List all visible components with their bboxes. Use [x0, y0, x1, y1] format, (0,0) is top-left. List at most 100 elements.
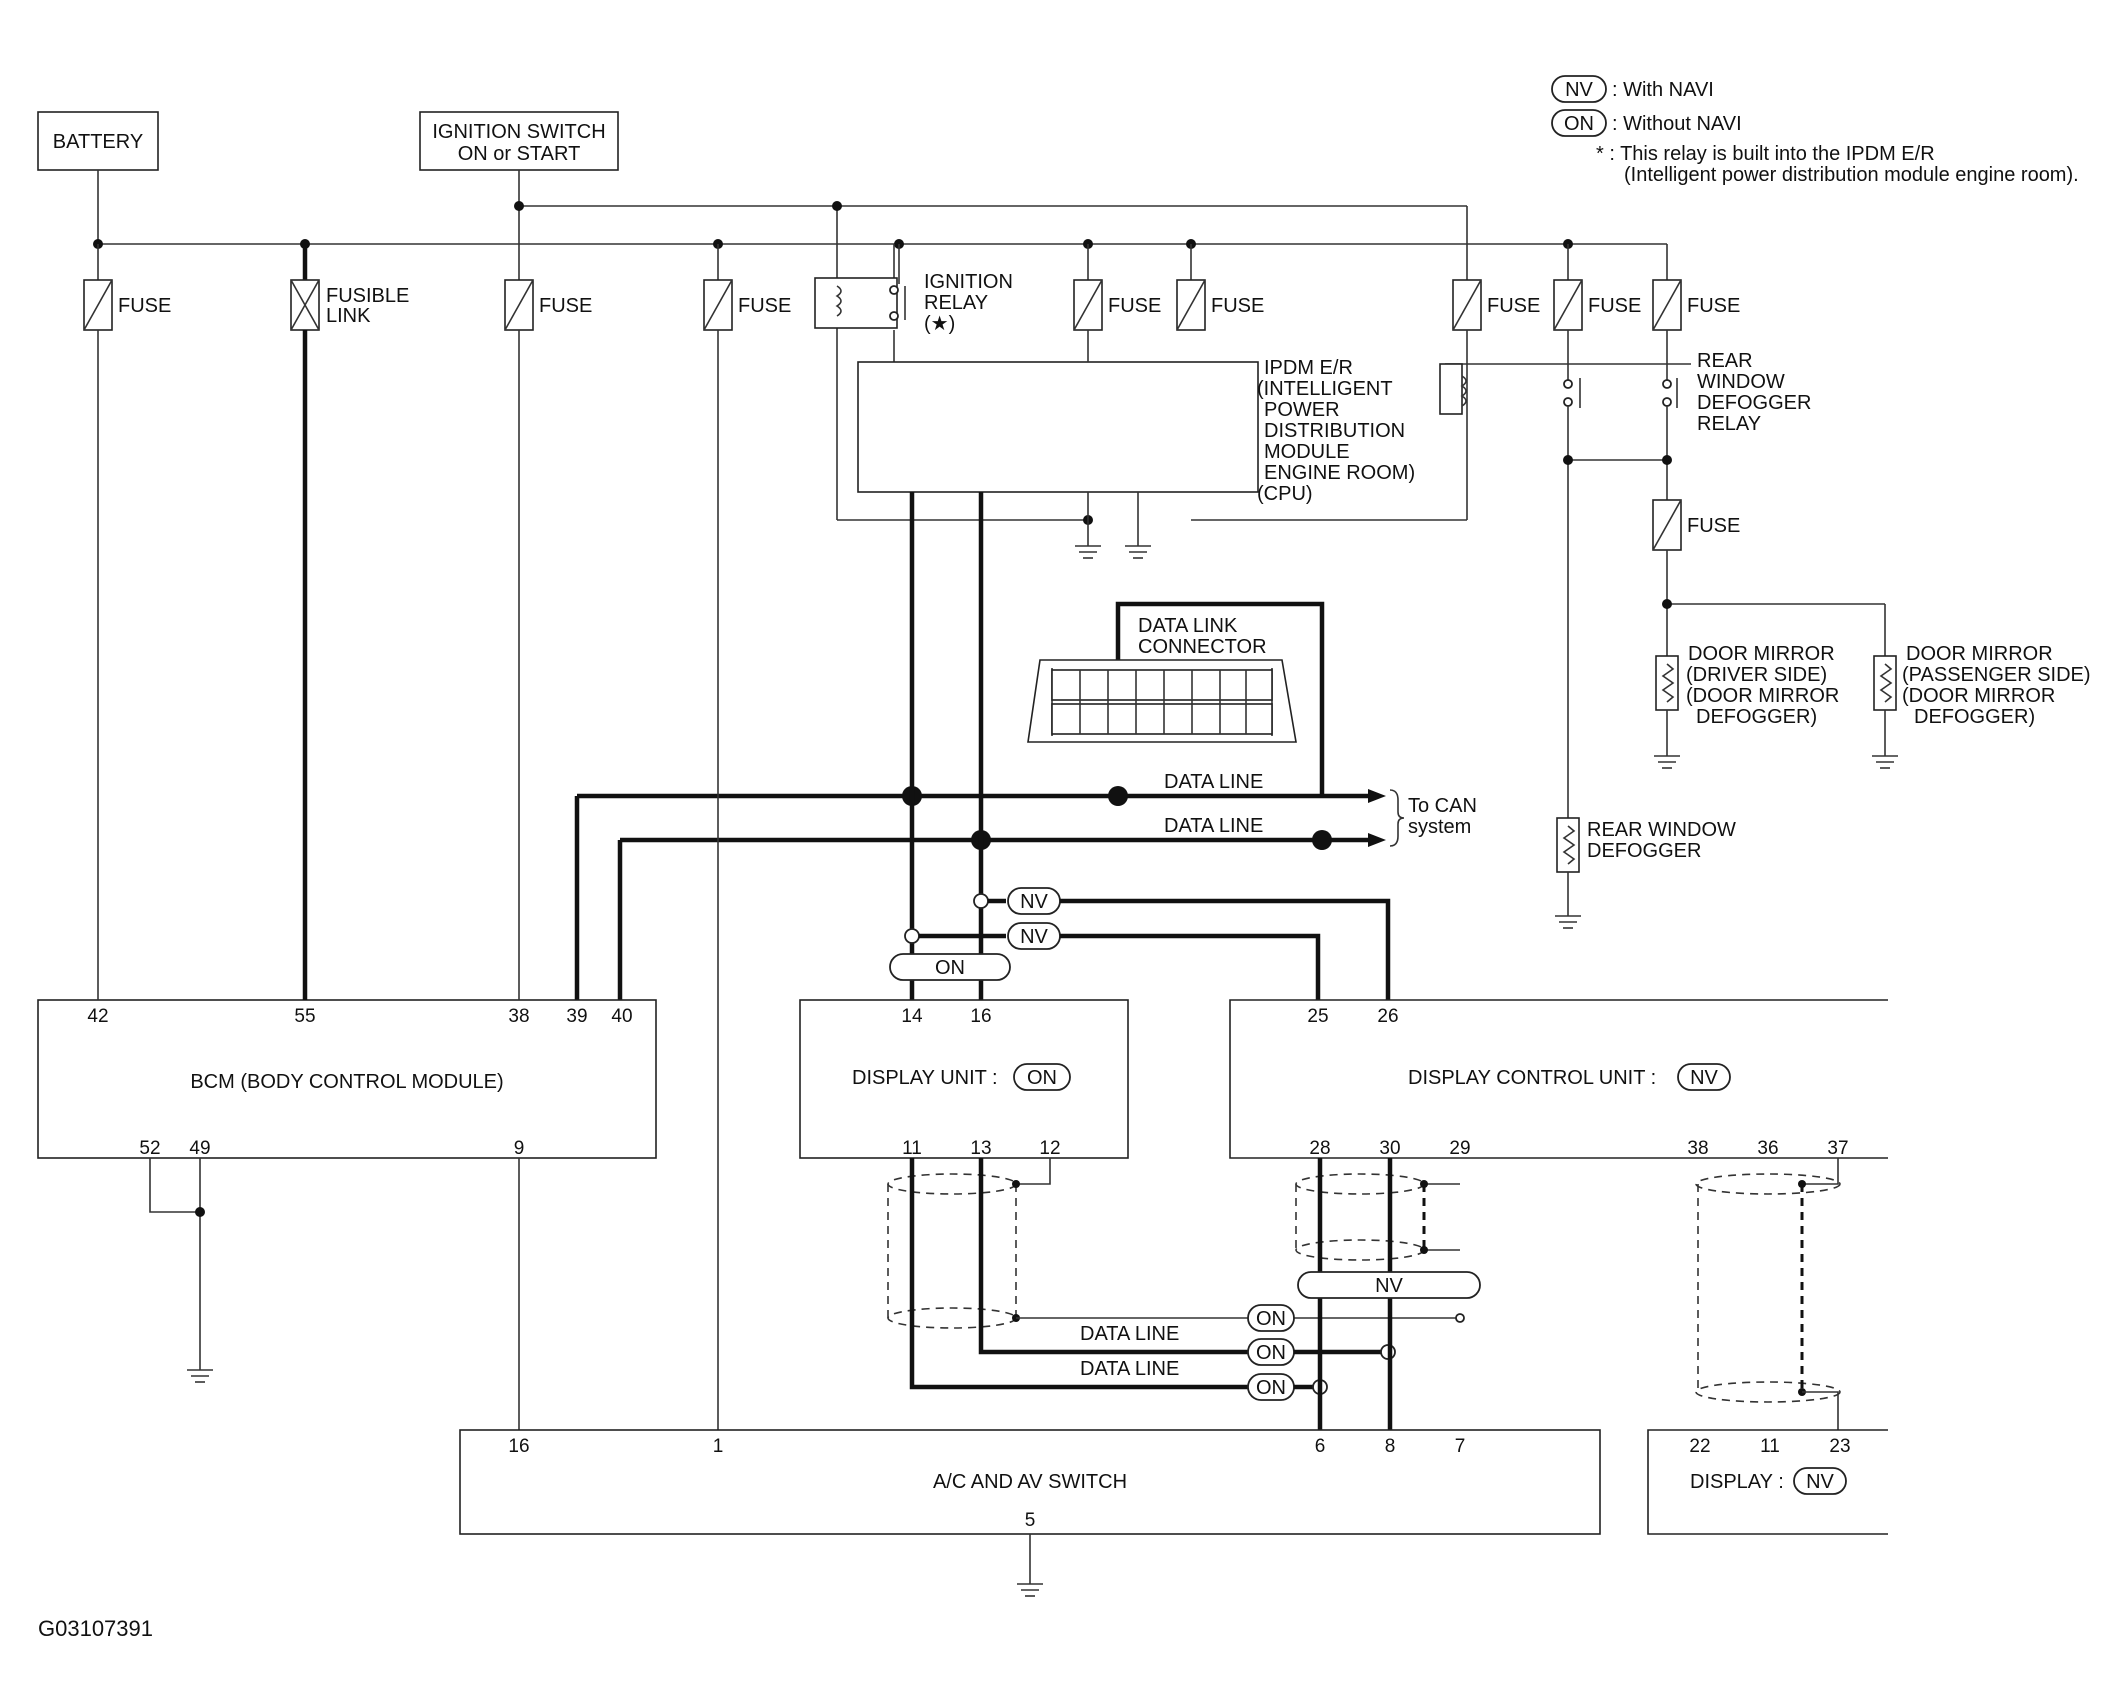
svg-text:1: 1	[713, 1436, 724, 1457]
data-link-connector: DATA LINK CONNECTOR	[1027, 601, 1325, 796]
rear-defogger-relay: REAR WINDOW DEFOGGER RELAY	[1439, 330, 1811, 435]
ignition-switch-box	[419, 111, 619, 171]
svg-text:REAR: REAR	[1697, 350, 1753, 372]
on-pill-1	[1247, 1304, 1295, 1332]
legend-on-text: : Without NAVI	[1612, 113, 1742, 135]
svg-text:7: 7	[1455, 1436, 1466, 1457]
svg-text:(DOOR MIRROR: (DOOR MIRROR	[1902, 685, 2055, 707]
door-mirror-passenger: DOOR MIRROR (PASSENGER SIDE) (DOOR MIRRO…	[1872, 643, 2091, 769]
to-can-label-1: To CAN	[1408, 795, 1477, 817]
svg-text:CONNECTOR: CONNECTOR	[1138, 636, 1267, 658]
svg-text:FUSE: FUSE	[118, 295, 171, 317]
legend-on-pill	[1551, 109, 1607, 137]
svg-text:NV: NV	[1690, 1067, 1718, 1089]
ignition-switch-label-2: ON or START	[458, 143, 581, 165]
battery-label: BATTERY	[53, 131, 143, 153]
svg-text:55: 55	[294, 1006, 315, 1027]
fuse-8: FUSE	[1652, 279, 1740, 331]
svg-text:26: 26	[1377, 1006, 1398, 1027]
fusible-link: FUSIBLE LINK	[290, 279, 409, 331]
legend: NV : With NAVI ON : Without NAVI * : Thi…	[1551, 75, 2079, 186]
fuse-6: FUSE	[1452, 279, 1540, 331]
display-control-unit-box	[1229, 999, 1888, 1159]
svg-text:5: 5	[1025, 1510, 1036, 1531]
data-line-label-4: DATA LINE	[1080, 1358, 1179, 1380]
svg-text:POWER: POWER	[1264, 399, 1340, 421]
legend-nv-tag: NV	[1565, 79, 1593, 101]
ignition-relay: IGNITION RELAY (★)	[814, 244, 1013, 520]
nv-pill-dcu-harness	[1297, 1271, 1481, 1299]
svg-text:40: 40	[611, 1006, 632, 1027]
svg-text:FUSE: FUSE	[1211, 295, 1264, 317]
svg-text:(DOOR MIRROR: (DOOR MIRROR	[1686, 685, 1839, 707]
ground-ac-switch	[1017, 1583, 1043, 1597]
svg-text:NV: NV	[1806, 1471, 1834, 1493]
svg-text:FUSE: FUSE	[1687, 515, 1740, 537]
svg-text:(PASSENGER SIDE): (PASSENGER SIDE)	[1902, 664, 2091, 686]
svg-text:ON: ON	[1256, 1308, 1286, 1330]
svg-text:RELAY: RELAY	[924, 292, 988, 314]
svg-text:28: 28	[1309, 1138, 1330, 1159]
svg-text:29: 29	[1449, 1138, 1470, 1159]
svg-text:FUSE: FUSE	[1487, 295, 1540, 317]
legend-nv-pill	[1551, 75, 1607, 103]
svg-text:DEFOGGER): DEFOGGER)	[1696, 706, 1817, 728]
svg-text:22: 22	[1689, 1436, 1710, 1457]
svg-text:DEFOGGER): DEFOGGER)	[1914, 706, 2035, 728]
fuse-2: FUSE	[504, 279, 592, 331]
fuse-9: FUSE	[1652, 499, 1740, 551]
svg-text:14: 14	[901, 1006, 923, 1027]
svg-text:NV: NV	[1020, 891, 1048, 913]
svg-text:12: 12	[1039, 1138, 1060, 1159]
svg-text:6: 6	[1315, 1436, 1326, 1457]
display-control-unit-label: DISPLAY CONTROL UNIT :	[1408, 1067, 1656, 1089]
svg-text:DOOR MIRROR: DOOR MIRROR	[1688, 643, 1835, 665]
legend-nv-text: : With NAVI	[1612, 79, 1714, 101]
bcm-label: BCM (BODY CONTROL MODULE)	[190, 1071, 503, 1093]
svg-text:11: 11	[1760, 1436, 1780, 1457]
svg-text:9: 9	[514, 1138, 525, 1159]
svg-text:FUSIBLE: FUSIBLE	[326, 285, 409, 307]
svg-text:16: 16	[508, 1436, 529, 1457]
svg-text:(★): (★)	[924, 313, 955, 335]
svg-text:8: 8	[1385, 1436, 1396, 1457]
fuse-5: FUSE	[1176, 279, 1264, 331]
on-pill-display-unit	[889, 953, 1011, 981]
fuse-3: FUSE	[703, 279, 791, 331]
bcm-box	[37, 999, 657, 1159]
ground-bcm	[187, 1369, 213, 1383]
svg-text:(INTELLIGENT: (INTELLIGENT	[1257, 378, 1393, 400]
figure-id: G03107391	[38, 1616, 153, 1641]
svg-text:DOOR MIRROR: DOOR MIRROR	[1906, 643, 2053, 665]
svg-text:DISTRIBUTION: DISTRIBUTION	[1264, 420, 1405, 442]
ignition-switch-label-1: IGNITION SWITCH	[432, 121, 605, 143]
svg-text:13: 13	[970, 1138, 991, 1159]
display-unit-box	[799, 999, 1129, 1159]
fuse-7: FUSE	[1553, 279, 1641, 331]
svg-text:REAR WINDOW: REAR WINDOW	[1587, 819, 1736, 841]
svg-text:16: 16	[970, 1006, 991, 1027]
display-box	[1647, 1429, 1888, 1535]
svg-text:37: 37	[1827, 1138, 1848, 1159]
dcu-nv-pill	[1677, 1063, 1731, 1091]
rear-window-defogger: REAR WINDOW DEFOGGER	[1555, 817, 1736, 929]
svg-text:FUSE: FUSE	[539, 295, 592, 317]
fuse-4: FUSE	[1073, 279, 1161, 331]
svg-text:36: 36	[1757, 1138, 1778, 1159]
ipdm-box	[857, 361, 1259, 493]
svg-text:39: 39	[566, 1006, 587, 1027]
svg-text:DEFOGGER: DEFOGGER	[1587, 840, 1701, 862]
svg-text:MODULE: MODULE	[1264, 441, 1350, 463]
svg-text:RELAY: RELAY	[1697, 413, 1761, 435]
svg-text:FUSE: FUSE	[1108, 295, 1161, 317]
svg-text:ENGINE ROOM): ENGINE ROOM)	[1264, 462, 1415, 484]
display-unit-label: DISPLAY UNIT :	[852, 1067, 998, 1089]
svg-text:WINDOW: WINDOW	[1697, 371, 1785, 393]
svg-text:ON: ON	[1256, 1377, 1286, 1399]
svg-text:30: 30	[1379, 1138, 1400, 1159]
svg-text:ON: ON	[935, 957, 965, 979]
svg-text:IGNITION: IGNITION	[924, 271, 1013, 293]
legend-note-2: (Intelligent power distribution module e…	[1624, 164, 2079, 186]
svg-text:38: 38	[508, 1006, 529, 1027]
svg-text:25: 25	[1307, 1006, 1328, 1027]
